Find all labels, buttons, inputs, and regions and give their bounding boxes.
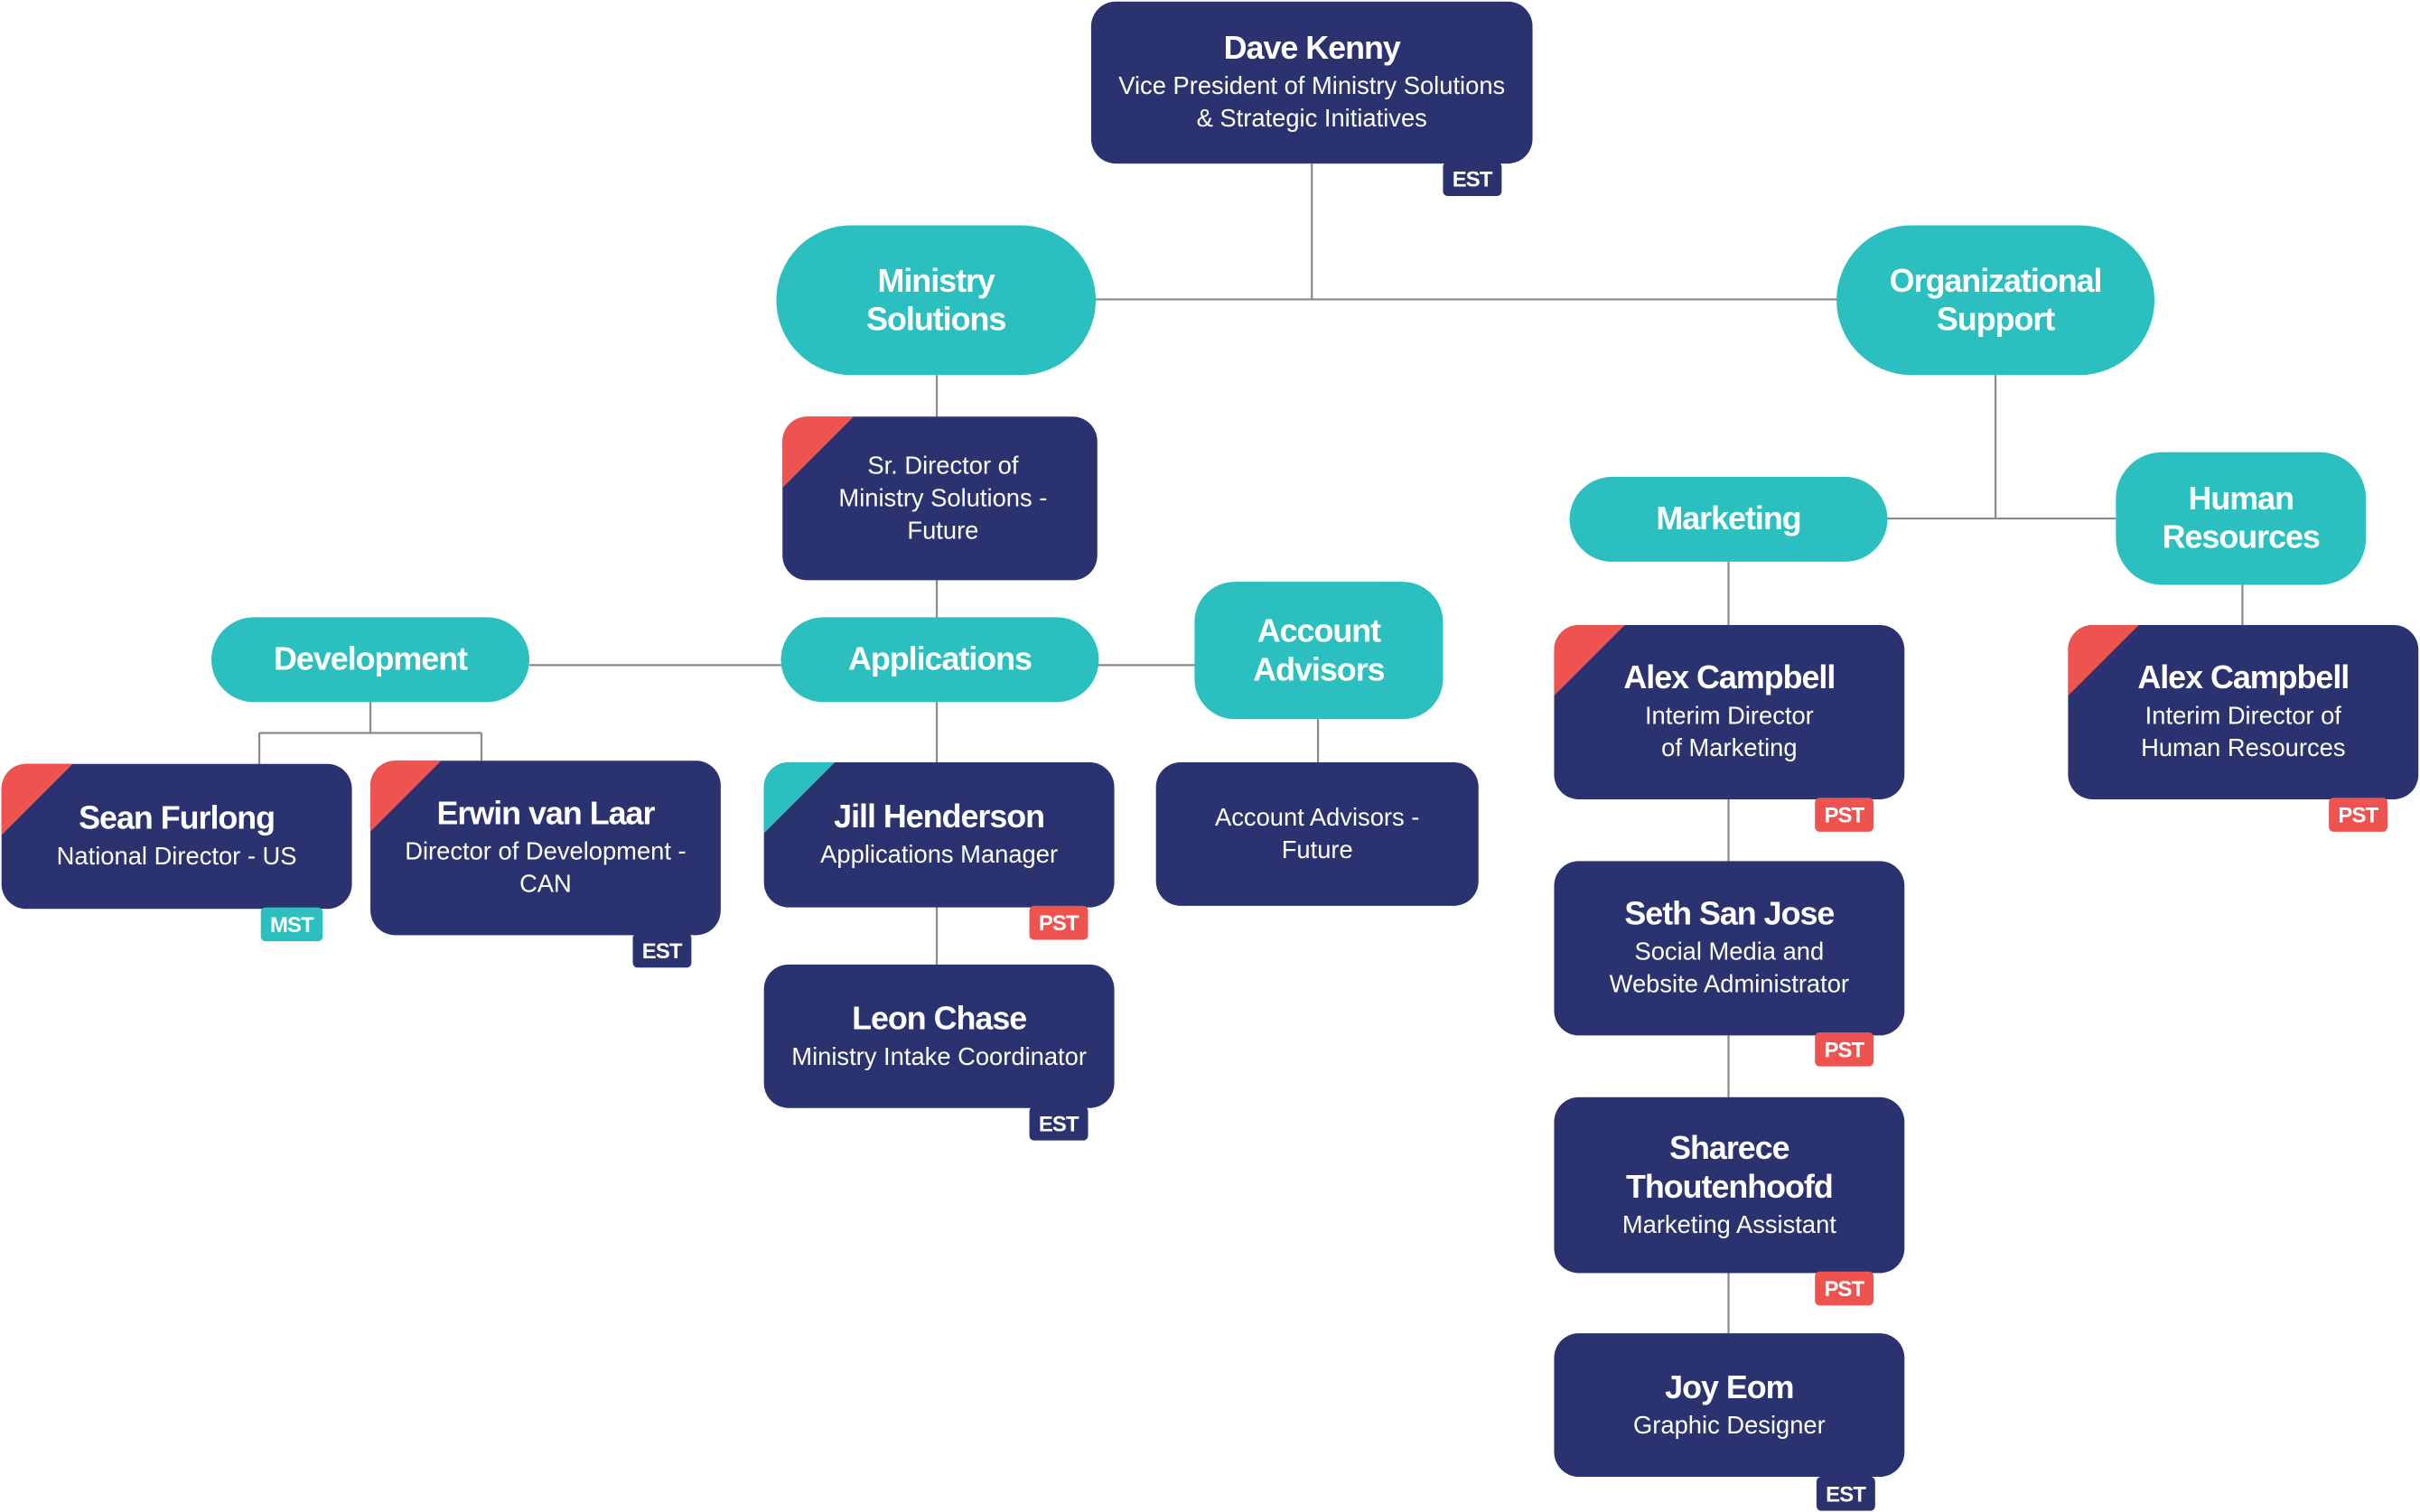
person-name: Erwin van Laar <box>436 796 656 832</box>
dept-marketing: Marketing <box>1569 476 1888 562</box>
corner-marker <box>370 761 442 832</box>
connector-dev-children <box>257 702 483 764</box>
dept-applications: Applications <box>780 617 1099 703</box>
person-title: Interim Director of Human Resources <box>2141 704 2346 762</box>
position-card-account-advisors-future: Account Advisors - Future <box>1155 761 1479 906</box>
person-card-alex-campbell-marketing: Alex Campbell Interim Director of Market… <box>1554 624 1905 832</box>
timezone-badge: PST <box>2329 798 2387 832</box>
dept-development: Development <box>211 617 530 703</box>
person-title: Marketing Assistant <box>1621 1212 1836 1239</box>
person-card-sean-furlong: Sean Furlong National Director - US MST <box>1 763 352 942</box>
person-name: Dave Kenny <box>1223 31 1401 67</box>
person-name: Leon Chase <box>852 1000 1027 1037</box>
person-name: Seth San Jose <box>1624 896 1835 932</box>
vacancy-corner-marker <box>782 416 854 488</box>
timezone-badge: EST <box>1029 1106 1089 1141</box>
person-card-seth-san-jose: Seth San Jose Social Media and Website A… <box>1554 861 1905 1067</box>
timezone-badge: MST <box>260 907 323 942</box>
timezone-badge: EST <box>1443 162 1501 196</box>
dept-account-advisors: Account Advisors <box>1194 582 1444 720</box>
person-card-alex-campbell-hr: Alex Campbell Interim Director of Human … <box>2068 624 2419 832</box>
person-title: Vice President of Ministry Solutions & S… <box>1118 74 1506 133</box>
person-title: National Director - US <box>56 844 297 871</box>
timezone-badge: PST <box>1815 1271 1873 1306</box>
person-card-sharece-thoutenhoofd: Sharece Thoutenhoofd Marketing Assistant… <box>1554 1097 1905 1306</box>
person-title: Director of Development - CAN <box>405 839 687 899</box>
person-title: Social Media and Website Administrator <box>1609 939 1850 999</box>
timezone-badge: PST <box>1815 798 1873 832</box>
position-card-sr-director: Sr. Director of Ministry Solutions - Fut… <box>782 416 1098 581</box>
person-title: Applications Manager <box>820 842 1059 869</box>
person-name: Sean Furlong <box>79 800 276 837</box>
dept-ministry-solutions: Ministry Solutions <box>776 225 1097 376</box>
person-card-jill-henderson: Jill Henderson Applications Manager PST <box>763 761 1115 940</box>
corner-marker <box>2068 624 2139 696</box>
corner-marker <box>1 763 73 835</box>
corner-marker <box>763 761 836 834</box>
person-name: Jill Henderson <box>834 799 1045 835</box>
root-card-dave-kenny: Dave Kenny Vice President of Ministry So… <box>1090 1 1533 196</box>
person-card-erwin-van-laar: Erwin van Laar Director of Development -… <box>370 761 721 968</box>
timezone-badge: EST <box>1816 1477 1875 1511</box>
person-name: Joy Eom <box>1665 1369 1794 1405</box>
position-title: Sr. Director of Ministry Solutions - Fut… <box>838 453 1048 545</box>
person-name: Alex Campbell <box>2137 660 2350 696</box>
person-name: Alex Campbell <box>1623 660 1836 696</box>
person-card-leon-chase: Leon Chase Ministry Intake Coordinator E… <box>763 964 1115 1141</box>
dept-organizational-support: Organizational Support <box>1836 225 2155 376</box>
timezone-badge: PST <box>1029 905 1089 940</box>
person-name: Sharece Thoutenhoofd <box>1625 1130 1834 1205</box>
person-card-joy-eom: Joy Eom Graphic Designer EST <box>1554 1333 1905 1511</box>
timezone-badge: EST <box>632 933 691 968</box>
timezone-badge: PST <box>1815 1031 1873 1067</box>
person-title: Interim Director of Marketing <box>1644 704 1814 762</box>
dept-human-resources: Human Resources <box>2116 452 2367 585</box>
position-title: Account Advisors - Future <box>1215 804 1420 863</box>
person-title: Graphic Designer <box>1633 1413 1826 1440</box>
corner-marker <box>1554 624 1626 696</box>
person-title: Ministry Intake Coordinator <box>791 1043 1087 1070</box>
